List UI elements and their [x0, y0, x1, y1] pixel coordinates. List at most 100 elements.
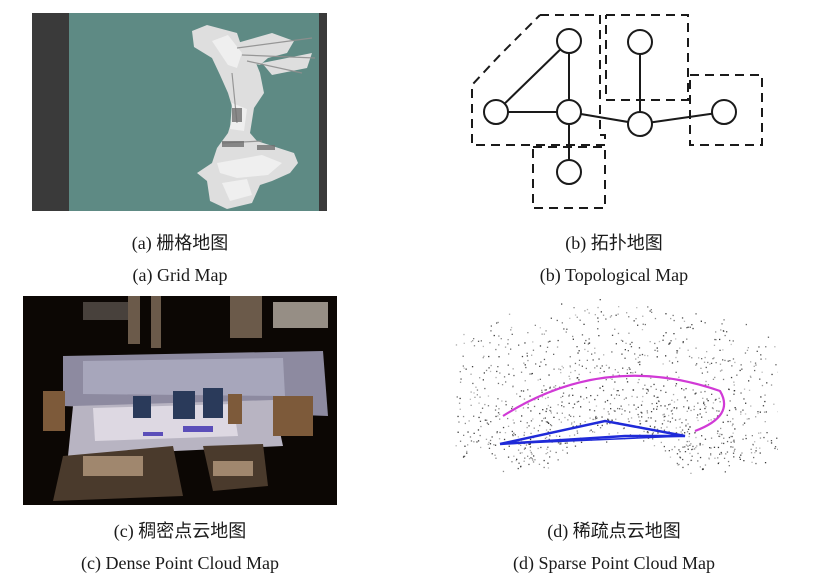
- point-speck: [543, 417, 545, 420]
- point-speck: [628, 367, 630, 369]
- point-speck: [681, 422, 683, 424]
- point-speck: [731, 365, 733, 367]
- point-speck: [530, 457, 532, 459]
- point-speck: [699, 413, 701, 415]
- point-speck: [650, 309, 652, 311]
- point-speck: [720, 451, 722, 454]
- point-speck: [644, 420, 647, 422]
- point-speck: [695, 446, 697, 449]
- point-speck: [773, 403, 775, 405]
- point-speck: [703, 404, 706, 406]
- point-speck: [470, 404, 472, 406]
- point-speck: [586, 397, 588, 399]
- point-speck: [634, 371, 637, 373]
- point-speck: [698, 357, 700, 359]
- point-speck: [538, 463, 541, 465]
- point-speck: [592, 431, 594, 433]
- point-speck: [577, 400, 580, 403]
- point-speck: [467, 444, 469, 446]
- point-speck: [637, 406, 639, 408]
- point-speck: [695, 364, 697, 366]
- point-speck: [574, 370, 576, 372]
- point-speck: [568, 375, 570, 377]
- point-speck: [521, 415, 523, 417]
- point-speck: [770, 384, 773, 386]
- point-speck: [533, 427, 535, 429]
- point-speck: [730, 446, 732, 448]
- point-speck: [721, 433, 723, 436]
- point-speck: [498, 438, 501, 440]
- point-speck: [731, 424, 733, 427]
- point-speck: [586, 359, 588, 361]
- point-speck: [560, 421, 562, 423]
- point-speck: [702, 397, 704, 399]
- point-speck: [528, 463, 530, 466]
- point-speck: [723, 442, 725, 445]
- point-speck: [665, 332, 667, 334]
- point-speck: [699, 408, 701, 410]
- point-speck: [729, 339, 731, 342]
- point-speck: [479, 377, 481, 379]
- point-speck: [656, 402, 658, 404]
- point-speck: [679, 418, 681, 420]
- point-speck: [578, 364, 580, 366]
- point-speck: [685, 388, 687, 390]
- point-speck: [695, 313, 697, 315]
- point-speck: [725, 453, 727, 455]
- point-speck: [684, 432, 686, 434]
- point-speck: [669, 342, 671, 344]
- point-speck: [457, 431, 459, 433]
- point-speck: [756, 350, 758, 352]
- point-speck: [514, 434, 516, 436]
- caption-a-cn: (a) 栅格地图: [131, 233, 229, 253]
- point-speck: [607, 418, 609, 420]
- point-speck: [617, 371, 619, 373]
- point-speck: [728, 465, 730, 467]
- point-speck: [590, 429, 592, 431]
- point-speck: [529, 443, 531, 445]
- point-speck: [459, 381, 462, 383]
- point-speck: [585, 387, 587, 389]
- point-speck: [717, 446, 720, 449]
- point-speck: [671, 362, 674, 364]
- point-speck: [472, 382, 474, 385]
- point-speck: [548, 374, 550, 376]
- point-speck: [611, 351, 613, 353]
- point-speck: [532, 459, 534, 461]
- point-speck: [653, 427, 656, 429]
- point-speck: [775, 364, 777, 366]
- point-speck: [507, 339, 509, 341]
- point-speck: [544, 389, 546, 391]
- point-speck: [495, 415, 497, 418]
- point-speck: [663, 419, 665, 422]
- point-speck: [543, 459, 545, 462]
- point-speck: [719, 433, 721, 435]
- point-speck: [576, 432, 579, 434]
- point-speck: [495, 457, 497, 459]
- point-speck: [766, 382, 768, 384]
- point-speck: [504, 432, 507, 434]
- point-speck: [605, 379, 607, 381]
- point-speck: [576, 401, 578, 403]
- point-speck: [656, 350, 659, 352]
- point-speck: [600, 311, 602, 313]
- point-speck: [589, 417, 591, 419]
- point-speck: [569, 356, 571, 358]
- point-speck: [712, 408, 714, 410]
- point-speck: [496, 431, 498, 433]
- point-speck: [678, 376, 680, 378]
- point-speck: [642, 315, 644, 317]
- topo-node: [711, 99, 737, 125]
- point-speck: [701, 416, 703, 418]
- point-speck: [501, 400, 503, 402]
- point-speck: [566, 328, 568, 330]
- point-speck: [759, 378, 761, 380]
- point-speck: [497, 412, 500, 414]
- point-speck: [529, 446, 532, 448]
- point-speck: [743, 460, 745, 462]
- point-speck: [739, 369, 741, 372]
- point-speck: [527, 332, 529, 334]
- point-speck: [614, 410, 616, 412]
- point-speck: [523, 362, 525, 364]
- point-speck: [760, 432, 762, 434]
